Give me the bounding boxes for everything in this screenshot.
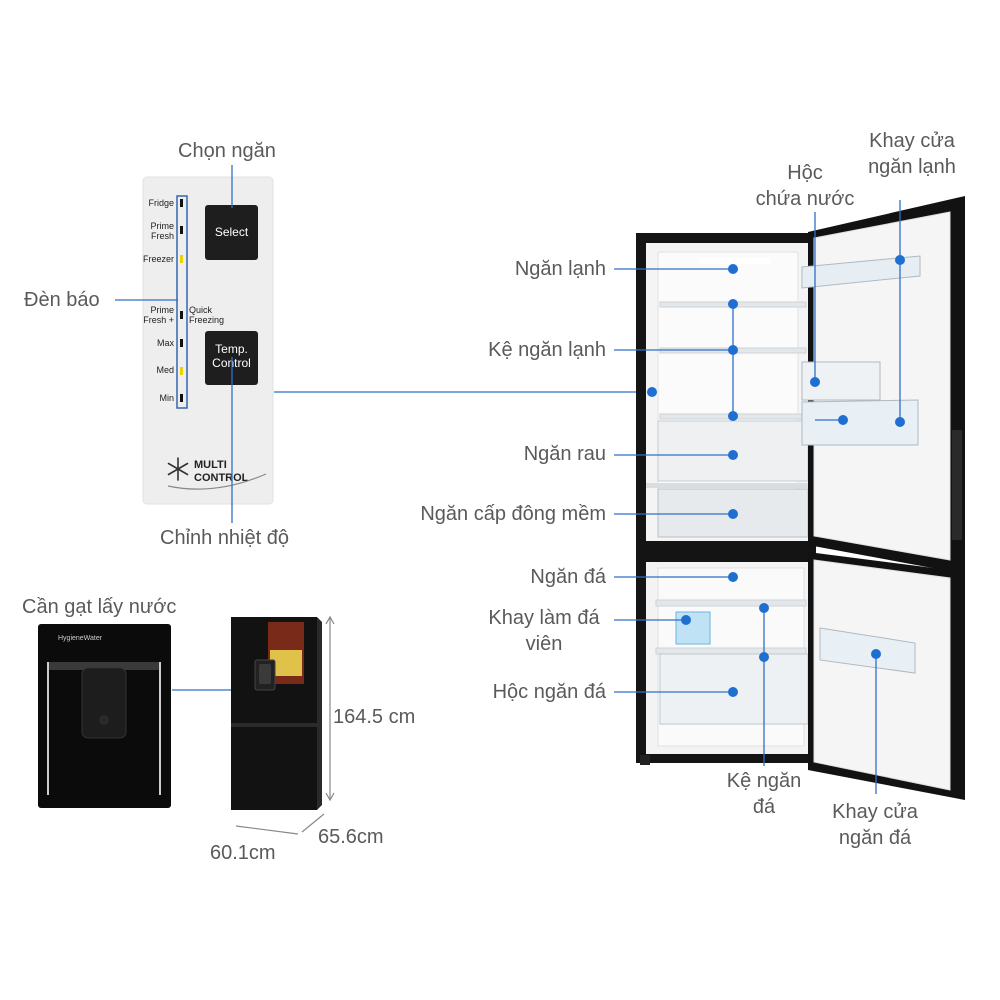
label-chon-ngan: Chọn ngăn <box>178 140 276 162</box>
dispenser-brand: HygieneWater <box>58 635 103 642</box>
indicator-light <box>180 394 183 402</box>
label-ke-ngan-da: Kệ ngăn đá <box>726 770 802 818</box>
indicator-bracket <box>176 195 188 409</box>
label-khay-lam-da: Khay làm đá viên <box>488 607 600 655</box>
label-den-bao: Đèn báo <box>24 289 100 311</box>
logo-multi: MULTI <box>194 459 227 471</box>
dispenser-closeup: HygieneWater <box>38 624 171 808</box>
indicator-light <box>180 311 183 319</box>
indicator-light <box>180 255 183 263</box>
dimension-depth: 65.6cm <box>318 826 384 848</box>
logo-control: CONTROL <box>194 472 249 484</box>
label-chinh-nhiet-do: Chỉnh nhiệt độ <box>160 527 289 549</box>
select-button-label: Select <box>215 225 249 239</box>
temp-control-button-label: Temp.Control <box>212 342 251 370</box>
indicator-med: Med <box>156 365 174 375</box>
dimension-width: 60.1cm <box>210 842 276 864</box>
label-can-gat: Cần gạt lấy nước <box>22 596 177 618</box>
callout-dots <box>647 255 905 697</box>
indicator-light <box>180 339 183 347</box>
label-hoc-ngan-da: Hộc ngăn đá <box>492 681 606 703</box>
indicator-freezer: Freezer <box>143 254 174 264</box>
panel-leaders <box>115 165 652 523</box>
indicator-fridge: Fridge <box>148 198 174 208</box>
logo-swoosh <box>167 473 267 490</box>
fridge-small-view <box>231 617 322 810</box>
indicator-min: Min <box>159 393 174 403</box>
label-hoc-chua-nuoc: Hộc chứa nước <box>755 162 855 210</box>
fridge-leaders <box>614 200 901 794</box>
fridge-open-view <box>636 196 965 800</box>
snowflake-icon <box>167 457 189 481</box>
indicator-light <box>180 226 183 234</box>
label-khay-cua-ngan-lanh: Khay cửa ngăn lạnh <box>868 130 956 178</box>
indicator-light <box>180 199 183 207</box>
label-ngan-rau: Ngăn rau <box>523 443 606 465</box>
label-ke-ngan-lanh: Kệ ngăn lạnh <box>488 339 606 361</box>
dispenser-lever[interactable] <box>81 667 127 739</box>
label-khay-cua-ngan-da: Khay cửa ngăn đá <box>832 801 918 849</box>
ice-tray <box>675 611 711 645</box>
dimension-height: 164.5 cm <box>333 706 416 728</box>
select-button[interactable] <box>205 205 258 260</box>
dimension-lines <box>235 615 335 835</box>
label-ngan-lanh: Ngăn lạnh <box>514 258 606 280</box>
indicator-max: Max <box>157 338 175 348</box>
label-ngan-cap-dong: Ngăn cấp đông mềm <box>420 503 606 525</box>
label-ngan-da: Ngăn đá <box>530 566 606 588</box>
indicator-light <box>180 367 183 375</box>
